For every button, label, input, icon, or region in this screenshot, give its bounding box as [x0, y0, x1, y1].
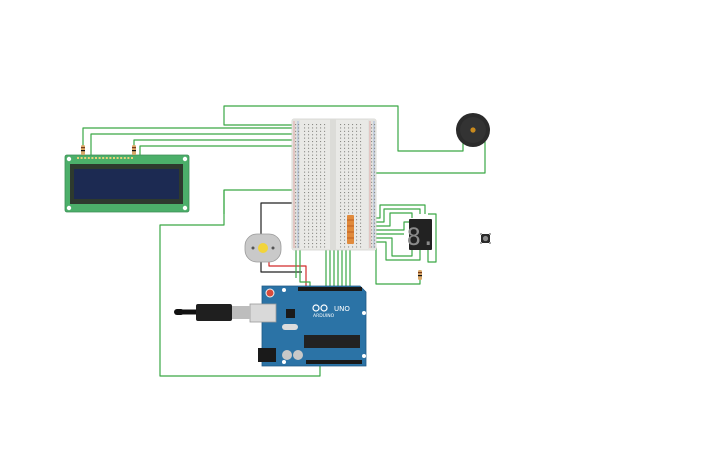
piezo-buzzer-icon[interactable] — [456, 113, 490, 147]
resistor-icon[interactable] — [132, 145, 136, 155]
wire-motor-gnd[interactable] — [260, 258, 302, 273]
wire-lcd-3[interactable] — [133, 139, 300, 155]
reset-button[interactable] — [265, 288, 275, 298]
resistor-icon[interactable] — [81, 145, 85, 155]
resistor-icon[interactable] — [418, 270, 422, 280]
wire-seg-d[interactable] — [356, 221, 410, 231]
breadboard-holes — [295, 124, 376, 248]
seven-segment-digit: 8. — [407, 223, 436, 251]
resistor-array[interactable] — [347, 215, 354, 244]
wire-lcd-1[interactable] — [82, 127, 300, 155]
lcd-pin-header — [77, 157, 133, 159]
lcd-screen — [74, 169, 179, 199]
wire-motor-red[interactable] — [268, 260, 307, 287]
seven-segment-display[interactable]: 8. — [407, 219, 436, 251]
wire-seg-f[interactable] — [356, 237, 413, 257]
arduino-model: UNO — [334, 305, 350, 313]
pushbutton-icon[interactable] — [480, 233, 491, 244]
arduino-brand: ARDUINO — [313, 313, 335, 319]
power-jack — [258, 348, 276, 362]
lcd-display[interactable] — [64, 154, 190, 213]
microcontroller-chip — [304, 335, 360, 348]
wire-bb-ard-1[interactable] — [299, 246, 311, 287]
breadboard[interactable] — [291, 118, 377, 251]
wire-motor-black[interactable] — [260, 202, 300, 237]
wire-d7[interactable] — [349, 243, 354, 287]
usb-port — [249, 303, 277, 323]
arduino-logo-icon — [312, 304, 328, 312]
usb-cable-icon[interactable] — [174, 304, 250, 321]
dc-motor-icon[interactable] — [244, 233, 282, 263]
wire-lcd-4[interactable] — [139, 145, 300, 155]
wire-lcd-2[interactable] — [90, 133, 300, 155]
wire-seg-common[interactable] — [300, 247, 421, 285]
wire-buzzer-top[interactable] — [223, 105, 464, 152]
wire-seg-dp[interactable] — [427, 213, 437, 263]
arduino-uno[interactable]: ARDUINO UNO — [249, 285, 367, 367]
wire-seg-c[interactable] — [356, 212, 413, 227]
